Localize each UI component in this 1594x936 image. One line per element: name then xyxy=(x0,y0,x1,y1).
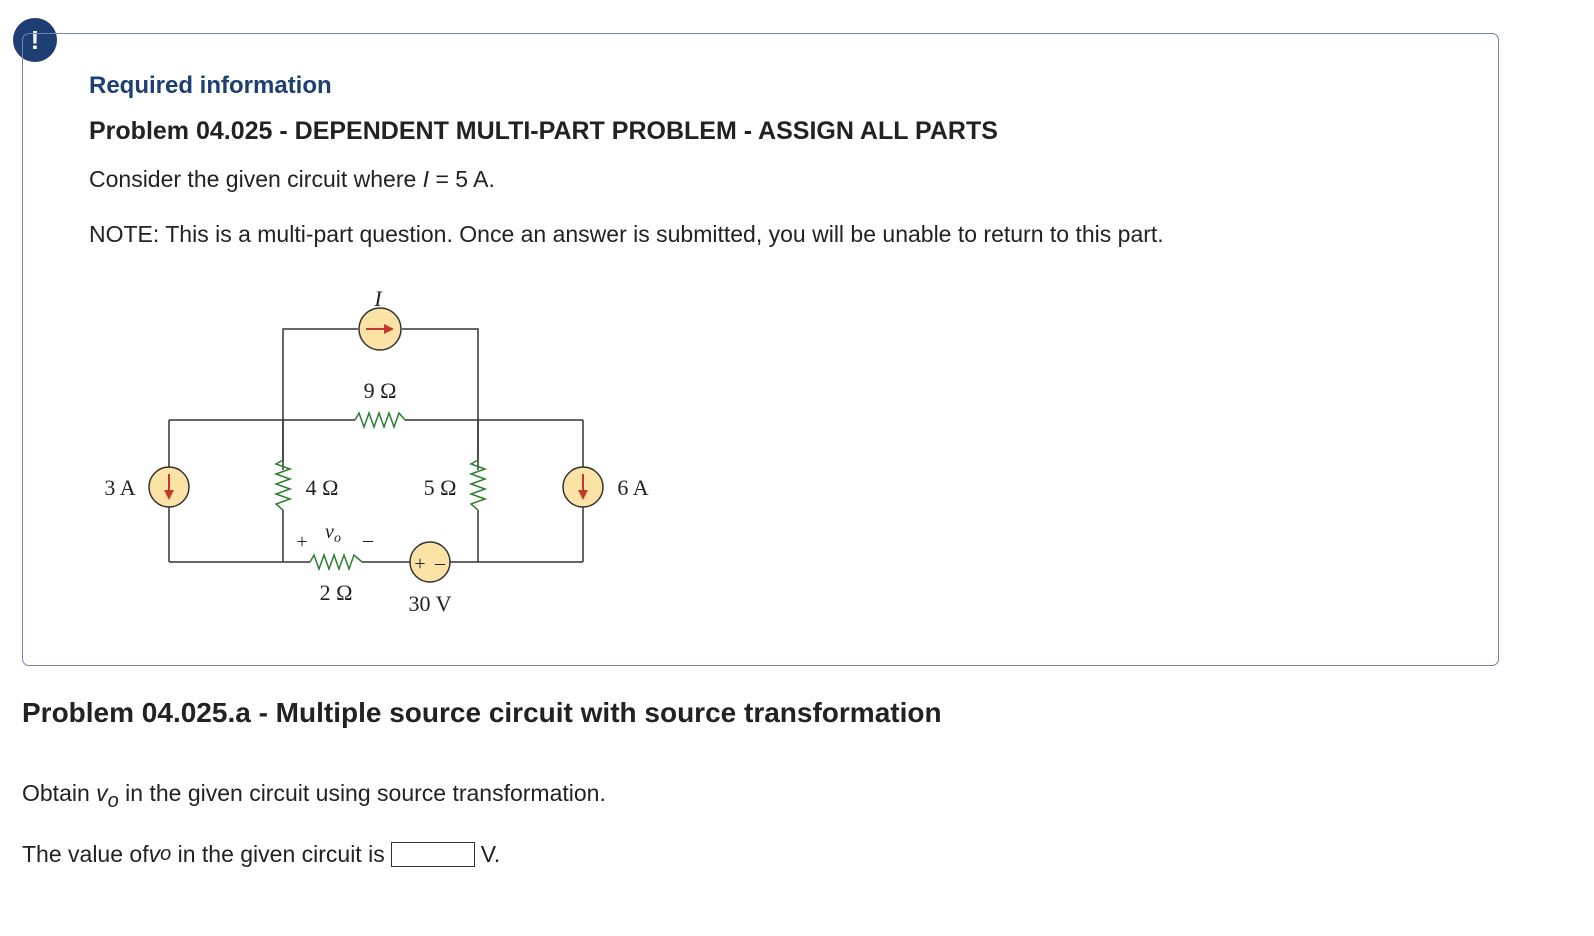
answer-mid: in the given circuit is xyxy=(171,841,385,867)
consider-suffix: = 5 A. xyxy=(429,166,495,192)
part-a-title: Problem 04.025.a - Multiple source circu… xyxy=(22,697,942,728)
resistor-5-ohm xyxy=(468,459,488,511)
label-vo-minus: – xyxy=(362,529,374,551)
current-source-right xyxy=(562,466,604,508)
label-9-ohm: 9 Ω xyxy=(364,378,397,403)
answer-var: v xyxy=(148,841,161,867)
resistor-4-ohm xyxy=(273,459,293,511)
obtain-text: Obtain vo in the given circuit using sou… xyxy=(22,780,606,813)
label-4-ohm: 4 Ω xyxy=(306,475,339,500)
answer-sub: o xyxy=(160,843,172,865)
consider-prefix: Consider the given circuit where xyxy=(89,166,423,192)
resistor-2-ohm xyxy=(309,552,363,572)
required-info-panel xyxy=(22,33,1499,666)
answer-prefix: The value of xyxy=(22,841,149,867)
label-current-i: I xyxy=(373,286,383,311)
obtain-prefix: Obtain xyxy=(22,780,97,806)
problem-title: Problem 04.025 - DEPENDENT MULTI-PART PR… xyxy=(89,117,998,145)
consider-text: Consider the given circuit where I = 5 A… xyxy=(89,166,495,193)
answer-unit: V. xyxy=(480,841,501,867)
note-text: NOTE: This is a multi-part question. Onc… xyxy=(89,221,1164,247)
obtain-sub: o xyxy=(107,790,119,812)
label-2-ohm: 2 Ω xyxy=(320,580,353,605)
label-vo: vo xyxy=(325,521,341,546)
label-vo-letter: v xyxy=(325,521,334,543)
label-3a: 3 A xyxy=(104,475,135,500)
voltage-source-30v: + – xyxy=(409,541,451,583)
voltage-source-minus: – xyxy=(434,552,446,574)
alert-icon: ! xyxy=(13,18,57,62)
current-source-top xyxy=(358,307,402,351)
label-vo-subscript: o xyxy=(334,531,341,546)
circuit-diagram: + – I 9 Ω 3 A 4 Ω 5 Ω 6 A + vo – 2 Ω 30 … xyxy=(104,286,648,616)
obtain-var: v xyxy=(96,780,108,806)
label-30v: 30 V xyxy=(409,591,452,616)
label-5-ohm: 5 Ω xyxy=(424,475,457,500)
vo-answer-input[interactable] xyxy=(390,842,475,867)
consider-variable: I xyxy=(422,166,430,192)
label-6a: 6 A xyxy=(617,475,648,500)
label-vo-plus: + xyxy=(296,531,307,553)
required-information-heading: Required information xyxy=(89,72,332,99)
voltage-source-plus: + xyxy=(414,553,425,575)
obtain-suffix: in the given circuit using source transf… xyxy=(118,780,606,806)
circuit-wires xyxy=(168,328,584,563)
current-source-left xyxy=(148,466,190,508)
resistor-9-ohm xyxy=(354,410,406,430)
